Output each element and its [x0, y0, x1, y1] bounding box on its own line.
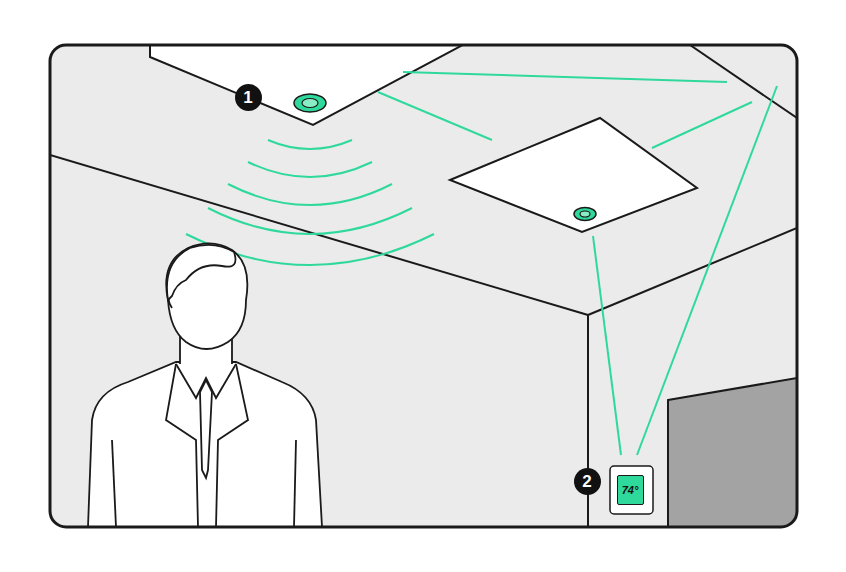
thermostat-display: 74°	[617, 475, 644, 505]
ceiling-sensor	[574, 208, 596, 221]
temperature-reading: 74°	[622, 485, 639, 496]
callout-number: 1	[235, 84, 262, 111]
ceiling-edge	[588, 228, 797, 315]
person	[88, 243, 322, 527]
frame	[50, 45, 797, 527]
callout-number: 2	[574, 468, 601, 495]
ceiling-tile	[150, 45, 472, 125]
room-ground	[50, 45, 797, 527]
door	[668, 378, 797, 527]
callout-number: 2	[582, 473, 591, 490]
wall-corner	[587, 315, 589, 527]
ceiling-tile	[450, 118, 697, 232]
ceiling-sensor	[294, 94, 326, 112]
thermostat	[610, 466, 653, 514]
callout-number: 1	[243, 89, 252, 106]
